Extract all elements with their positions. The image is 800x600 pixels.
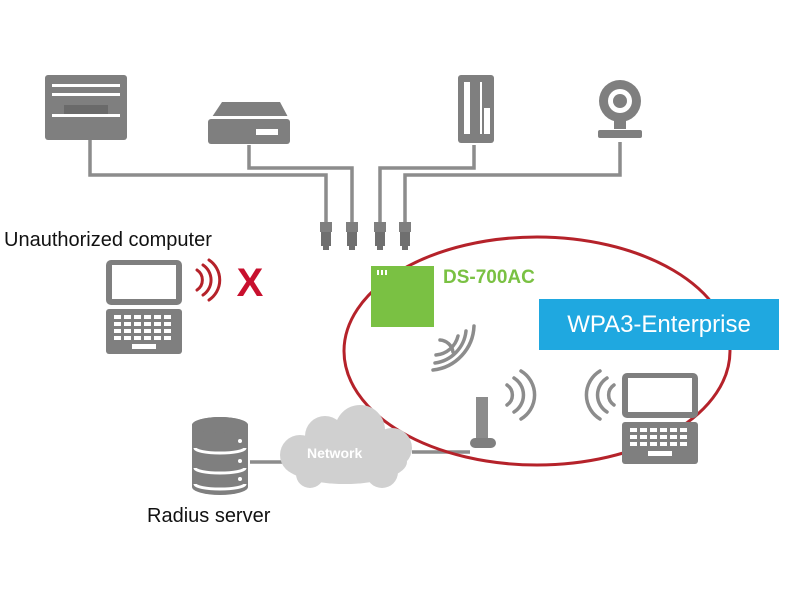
server-icon [192, 417, 248, 495]
security-mode-label: WPA3-Enterprise [567, 310, 751, 338]
media-player-cable [247, 145, 354, 222]
laptop-icon [622, 373, 698, 464]
antenna-icon [470, 397, 496, 448]
secure-zone-ellipse [342, 235, 732, 467]
cloud-icon [280, 405, 412, 488]
network-label: Network [307, 445, 363, 461]
webcam-cable [403, 142, 622, 222]
ethernet-plugs [320, 222, 411, 250]
printer-cable [88, 140, 328, 222]
wifi-signal-icon [431, 324, 476, 372]
webcam-icon [598, 80, 642, 138]
cables [88, 140, 622, 464]
device-model-label: DS-700AC [443, 267, 535, 288]
ethernet-plug-icon [374, 222, 386, 250]
wifi-signal-icon [195, 258, 222, 302]
security-mode-badge: WPA3-Enterprise [539, 299, 779, 350]
meter-cable [378, 145, 476, 222]
wifi-signal-icon [505, 369, 537, 421]
media-player-icon [208, 102, 290, 144]
access-point-icon [371, 266, 434, 327]
ethernet-plug-icon [346, 222, 358, 250]
unauthorized-computer-label: Unauthorized computer [4, 229, 212, 251]
wifi-signal-icon [584, 369, 616, 421]
power-meter-icon [458, 75, 494, 143]
ethernet-plug-icon [320, 222, 332, 250]
radius-server-label: Radius server [147, 505, 271, 527]
printer-icon [45, 75, 127, 140]
blocked-mark: X [237, 261, 264, 305]
ethernet-plug-icon [399, 222, 411, 250]
laptop-icon [106, 260, 182, 354]
